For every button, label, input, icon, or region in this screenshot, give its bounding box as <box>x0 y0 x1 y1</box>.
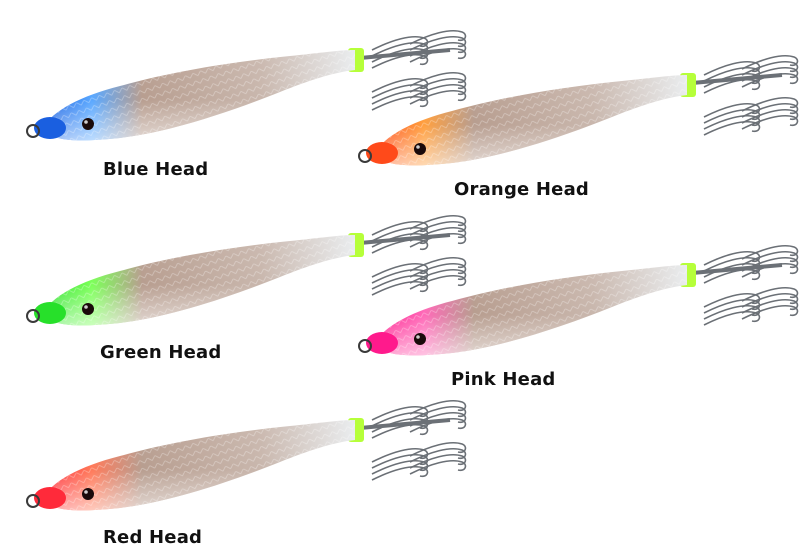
head-tip <box>366 142 398 164</box>
line-eye-ring <box>26 309 40 323</box>
hook-crowns <box>359 399 467 481</box>
line-eye-ring <box>26 494 40 508</box>
jig-graphic <box>26 214 467 326</box>
hook-crowns <box>359 29 467 111</box>
squid-jig-blue-head <box>20 20 500 170</box>
hook-crowns <box>691 244 799 326</box>
label-orange-head: Orange Head <box>454 179 590 200</box>
label-pink-head: Pink Head <box>451 369 556 390</box>
label-red-head: Red Head <box>103 527 203 548</box>
hook-crowns <box>359 214 467 296</box>
squid-jig-red-head <box>20 390 500 540</box>
line-eye-ring <box>358 339 372 353</box>
jig-graphic <box>26 29 467 141</box>
jig-graphic <box>358 244 799 356</box>
eye-icon <box>414 143 426 155</box>
squid-jig-orange-head <box>352 45 800 195</box>
eye-icon <box>82 118 94 130</box>
head-tip <box>34 487 66 509</box>
eye-icon <box>414 333 426 345</box>
label-green-head: Green Head <box>100 342 222 363</box>
jig-graphic <box>26 399 467 511</box>
head-tip <box>34 302 66 324</box>
label-blue-head: Blue Head <box>103 159 209 180</box>
line-eye-ring <box>26 124 40 138</box>
squid-jig-pink-head <box>352 235 800 385</box>
squid-jig-green-head <box>20 205 500 355</box>
jig-graphic <box>358 54 799 166</box>
head-tip <box>34 117 66 139</box>
line-eye-ring <box>358 149 372 163</box>
head-tip <box>366 332 398 354</box>
eye-icon <box>82 488 94 500</box>
eye-icon <box>82 303 94 315</box>
hook-crowns <box>691 54 799 136</box>
